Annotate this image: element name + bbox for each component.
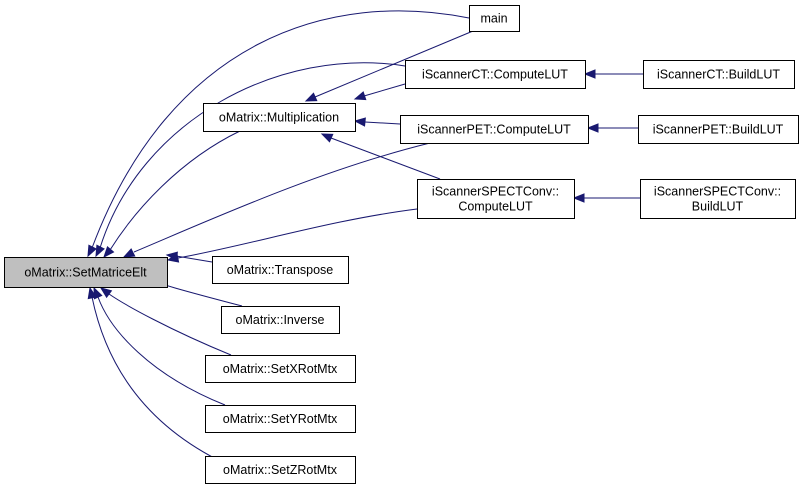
arrow-head <box>122 248 136 258</box>
node-box <box>4 257 168 288</box>
edge-spect-computelut-to-setmatriceelt <box>166 208 418 263</box>
edge-setyrotmtx-to-setmatriceelt <box>93 286 226 406</box>
edge-pet-buildlut-to-pet-computelut <box>586 123 638 133</box>
node-label: iScannerSPECTConv:: <box>432 185 559 199</box>
node-spect-buildlut[interactable]: iScannerSPECTConv::BuildLUT <box>640 179 796 219</box>
arrow-head <box>320 133 334 143</box>
node-label: oMatrix::SetYRotMtx <box>223 412 338 426</box>
arrow-head <box>353 117 366 127</box>
node-label: iScannerCT::BuildLUT <box>657 68 780 82</box>
node-label: oMatrix::SetXRotMtx <box>223 362 338 376</box>
arrow-head <box>583 69 596 79</box>
edge-main-to-setmatriceelt <box>87 10 470 258</box>
node-box <box>203 103 356 132</box>
node-box <box>643 60 795 89</box>
node-box <box>400 115 589 144</box>
node-label: iScannerSPECTConv:: <box>654 185 781 199</box>
arrow-head <box>103 245 115 259</box>
node-label: ComputeLUT <box>458 200 533 214</box>
node-box <box>405 60 586 89</box>
node-ct-computelut[interactable]: iScannerCT::ComputeLUT <box>405 60 586 89</box>
node-box <box>205 405 356 433</box>
edge-line <box>330 137 441 180</box>
node-box <box>640 179 796 219</box>
edge-line <box>99 62 406 249</box>
node-transpose[interactable]: oMatrix::Transpose <box>212 256 349 284</box>
node-label: iScannerCT::ComputeLUT <box>422 68 568 82</box>
node-pet-computelut[interactable]: iScannerPET::ComputeLUT <box>400 115 589 144</box>
node-setxrotmtx[interactable]: oMatrix::SetXRotMtx <box>205 355 356 383</box>
edge-spect-computelut-to-multiplication <box>320 133 441 180</box>
node-ct-buildlut[interactable]: iScannerCT::BuildLUT <box>643 60 795 89</box>
node-box <box>417 179 575 219</box>
arrow-head <box>99 287 113 299</box>
node-spect-computelut[interactable]: iScannerSPECTConv::ComputeLUT <box>417 179 575 219</box>
arrow-head <box>87 244 97 258</box>
edge-line <box>175 255 213 263</box>
node-setzrotmtx[interactable]: oMatrix::SetZRotMtx <box>205 456 356 484</box>
edge-pet-computelut-to-multiplication <box>353 117 401 127</box>
edge-pet-computelut-to-setmatriceelt <box>122 142 431 258</box>
arrow-head <box>165 251 178 261</box>
node-pet-buildlut[interactable]: iScannerPET::BuildLUT <box>638 115 799 144</box>
node-main[interactable]: main <box>469 5 520 32</box>
node-box <box>212 256 349 284</box>
node-box <box>469 5 520 32</box>
edge-multiplication-to-setmatriceelt <box>103 130 241 259</box>
edge-ct-computelut-to-setmatriceelt <box>95 62 406 258</box>
node-box <box>221 306 340 334</box>
nodes-layer: oMatrix::SetMatriceElt mainoMatrix::Multi… <box>4 5 799 484</box>
edges-layer <box>87 10 643 461</box>
node-inverse[interactable]: oMatrix::Inverse <box>221 306 340 334</box>
edge-line <box>133 142 431 253</box>
edge-line <box>363 83 406 97</box>
node-box <box>638 115 799 144</box>
arrow-head <box>572 193 585 203</box>
node-label: iScannerPET::ComputeLUT <box>417 123 571 137</box>
arrow-head <box>353 91 367 101</box>
node-box <box>205 456 356 484</box>
edge-setxrotmtx-to-setmatriceelt <box>99 287 232 356</box>
edge-line <box>97 296 226 406</box>
edge-line <box>91 10 470 249</box>
edge-setzrotmtx-to-setmatriceelt <box>87 286 219 461</box>
edge-spect-buildlut-to-spect-computelut <box>572 193 640 203</box>
arrow-head <box>586 123 599 133</box>
node-label: oMatrix::SetZRotMtx <box>223 463 338 477</box>
arrow-head <box>304 92 318 102</box>
edge-transpose-to-setmatriceelt <box>165 251 213 263</box>
node-multiplication[interactable]: oMatrix::Multiplication <box>203 103 356 132</box>
edge-line <box>364 121 401 125</box>
edge-main-to-multiplication <box>304 30 474 102</box>
node-label: oMatrix::SetMatriceElt <box>24 266 147 280</box>
edge-line <box>108 293 232 356</box>
arrow-head <box>95 244 105 258</box>
edge-line <box>177 208 418 259</box>
edge-line <box>91 296 219 461</box>
node-box <box>205 355 356 383</box>
arrow-head <box>87 286 97 300</box>
node-label: iScannerPET::BuildLUT <box>653 123 784 137</box>
node-label: main <box>480 12 507 26</box>
node-setmatriceelt[interactable]: oMatrix::SetMatriceElt <box>4 257 168 288</box>
node-label: oMatrix::Inverse <box>236 313 325 327</box>
edge-line <box>109 130 241 251</box>
node-setyrotmtx[interactable]: oMatrix::SetYRotMtx <box>205 405 356 433</box>
node-label: oMatrix::Multiplication <box>219 111 339 125</box>
edge-ct-buildlut-to-ct-computelut <box>583 69 643 79</box>
node-label: oMatrix::Transpose <box>227 263 334 277</box>
node-label: BuildLUT <box>692 200 744 214</box>
edge-ct-computelut-to-multiplication <box>353 83 406 101</box>
edge-line <box>314 30 474 98</box>
